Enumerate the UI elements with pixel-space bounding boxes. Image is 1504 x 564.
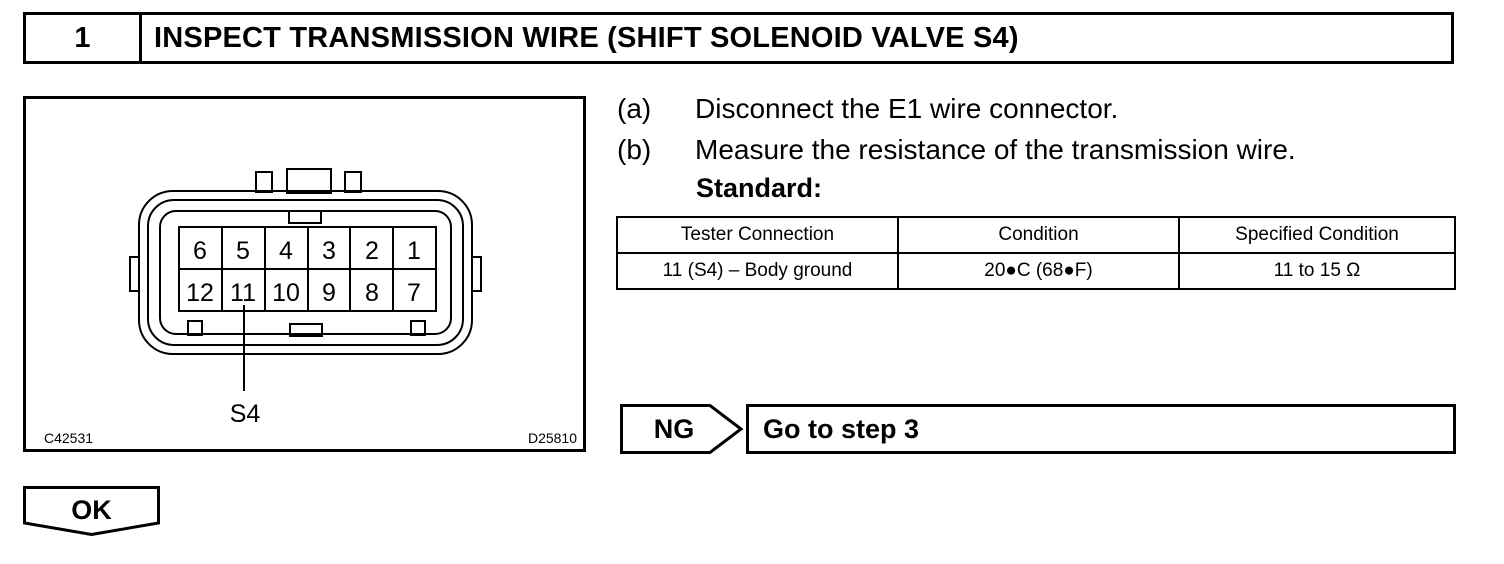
- ng-action-text: Go to step 3: [763, 413, 920, 444]
- pin-3: 3: [322, 237, 336, 265]
- connector-diagram: 6 5 4 3 2 1 12 11 10 9 8 7 S4: [129, 168, 482, 428]
- pin-5: 5: [236, 237, 250, 265]
- pin-8: 8: [365, 279, 379, 307]
- table-cell: 20●C (68●F): [897, 252, 1180, 290]
- step-number: 1: [26, 15, 142, 61]
- instruction-label: (a): [617, 93, 652, 124]
- pin-11: 11: [230, 279, 256, 307]
- table-header-row: Tester Connection Condition Specified Co…: [616, 216, 1456, 254]
- pin-10: 10: [272, 279, 300, 307]
- pin-1: 1: [407, 237, 421, 265]
- pin-2: 2: [365, 237, 379, 265]
- pin-9: 9: [322, 279, 336, 307]
- figure-code-right: D25810: [527, 430, 577, 446]
- ng-label: NG: [653, 413, 695, 444]
- ng-action-box[interactable]: Go to step 3: [746, 404, 1456, 454]
- pin-7: 7: [407, 279, 421, 307]
- step-header: 1 INSPECT TRANSMISSION WIRE (SHIFT SOLEN…: [23, 12, 1454, 64]
- connector-figure: 6 5 4 3 2 1 12 11 10 9 8 7 S4 C42531 D25…: [23, 96, 586, 452]
- ok-label[interactable]: OK: [71, 494, 112, 525]
- ng-arrow-tag: [620, 404, 744, 454]
- table-cell: 11 (S4) – Body ground: [616, 252, 899, 290]
- pin-12: 12: [186, 279, 214, 307]
- table-row: 11 (S4) – Body ground 20●C (68●F) 11 to …: [616, 252, 1456, 290]
- pin-4: 4: [279, 237, 293, 265]
- standard-label: Standard:: [696, 173, 823, 203]
- callout-label: S4: [230, 400, 261, 428]
- table-header: Condition: [897, 216, 1180, 254]
- spec-table: Tester Connection Condition Specified Co…: [616, 216, 1456, 290]
- step-title: INSPECT TRANSMISSION WIRE (SHIFT SOLENOI…: [154, 21, 1019, 54]
- figure-code-left: C42531: [44, 430, 94, 446]
- table-header: Tester Connection: [616, 216, 899, 254]
- instruction-text: Measure the resistance of the transmissi…: [695, 134, 1296, 165]
- instruction-label: (b): [617, 134, 652, 165]
- pin-6: 6: [193, 237, 207, 265]
- table-header: Specified Condition: [1178, 216, 1456, 254]
- instruction-text: Disconnect the E1 wire connector.: [695, 93, 1119, 124]
- table-cell: 11 to 15 Ω: [1178, 252, 1456, 290]
- ok-arrow-tag: [23, 486, 160, 536]
